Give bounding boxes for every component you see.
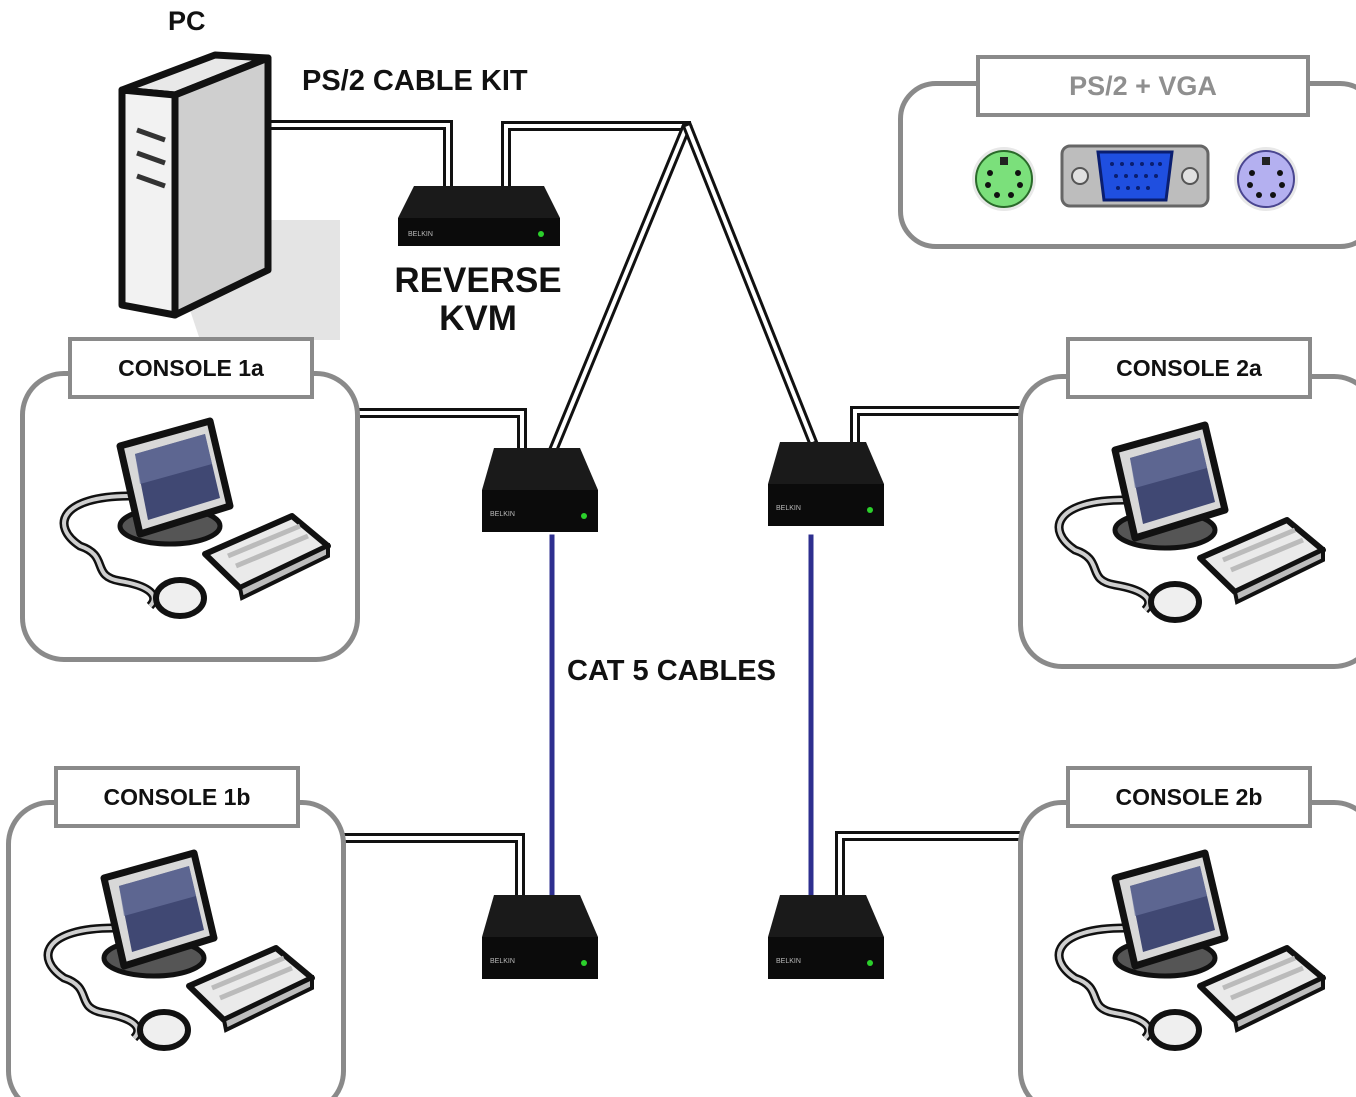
pc-tower-icon bbox=[118, 51, 340, 340]
connector-panel-title: PS/2 + VGA bbox=[976, 55, 1310, 117]
console-1b-cable bbox=[335, 833, 525, 903]
console-1a-cable bbox=[355, 408, 527, 455]
device-brand: BELKIN bbox=[490, 958, 515, 965]
ps2-green-port-icon bbox=[972, 147, 1036, 211]
extender-device-2a: BELKIN bbox=[768, 442, 884, 526]
reverse-kvm-to-split-cable bbox=[501, 121, 691, 200]
console-2b-cable bbox=[835, 831, 1030, 903]
pc-to-reverse-kvm-cable bbox=[265, 120, 453, 200]
device-brand: BELKIN bbox=[490, 511, 515, 518]
workstation-icon bbox=[1054, 421, 1326, 623]
workstation-icon bbox=[1054, 849, 1326, 1051]
console-2b-label: CONSOLE 2b bbox=[1066, 766, 1312, 828]
split-to-device-2a-cable bbox=[681, 121, 819, 447]
cable-kit-label: PS/2 CABLE KIT bbox=[302, 65, 528, 97]
reverse-kvm-label: REVERSE KVM bbox=[389, 262, 567, 338]
split-to-device-1a-cable bbox=[547, 121, 693, 455]
extender-device-1b: BELKIN bbox=[482, 895, 598, 979]
reverse-kvm-label-line1: REVERSE bbox=[394, 261, 562, 300]
console-1b-label: CONSOLE 1b bbox=[54, 766, 300, 828]
pc-label: PC bbox=[168, 6, 206, 36]
device-brand: BELKIN bbox=[408, 231, 433, 238]
ps2-purple-port-icon bbox=[1234, 147, 1298, 211]
workstation-icon bbox=[43, 849, 315, 1051]
cat5-cables-label: CAT 5 CABLES bbox=[567, 655, 776, 687]
device-brand: BELKIN bbox=[776, 505, 801, 512]
extender-device-1a: BELKIN bbox=[482, 448, 598, 532]
extender-device-2b: BELKIN bbox=[768, 895, 884, 979]
console-2a-cable bbox=[850, 406, 1030, 450]
console-1a-label: CONSOLE 1a bbox=[68, 337, 314, 399]
reverse-kvm-device: BELKIN bbox=[398, 186, 560, 246]
console-2a-label: CONSOLE 2a bbox=[1066, 337, 1312, 399]
vga-port-icon bbox=[1060, 144, 1210, 208]
workstation-icon bbox=[59, 417, 331, 619]
reverse-kvm-label-line2: KVM bbox=[439, 299, 517, 338]
device-brand: BELKIN bbox=[776, 958, 801, 965]
